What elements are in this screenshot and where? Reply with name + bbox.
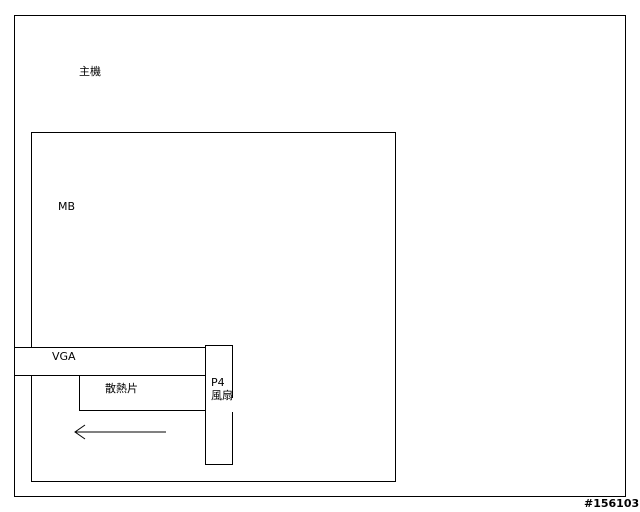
host-label: 主機 xyxy=(79,65,101,78)
fan-gap xyxy=(231,398,235,412)
vga-label: VGA xyxy=(52,350,76,363)
heatsink xyxy=(79,375,207,411)
motherboard xyxy=(31,132,396,482)
vga-card xyxy=(14,347,208,376)
airflow-arrow-icon xyxy=(74,424,166,440)
p4-fan xyxy=(205,345,233,465)
host-case xyxy=(14,15,626,497)
fan-label: P4風扇 xyxy=(211,376,233,402)
motherboard-label: MB xyxy=(58,200,76,213)
watermark-id: #156103 xyxy=(584,497,640,510)
heatsink-label: 散熱片 xyxy=(105,382,138,395)
